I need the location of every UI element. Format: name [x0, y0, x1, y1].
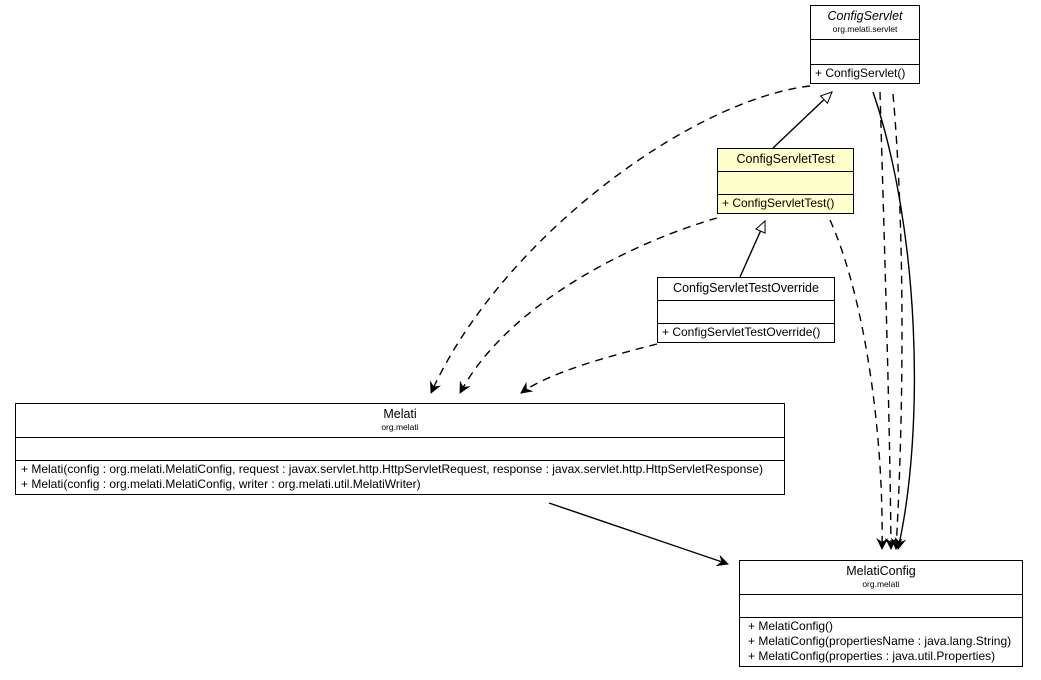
operation-row: + MelatiConfig(propertiesName : java.lan… [748, 634, 1012, 648]
class-header-configservlet: ConfigServlet org.melati.servlet [811, 6, 919, 40]
edge-generalization-test-to-servlet [772, 91, 833, 149]
class-operations-melati: + Melati(config : org.melati.MelatiConfi… [16, 461, 784, 494]
class-operations-configservlettestoverride: + ConfigServletTestOverride() [658, 324, 834, 342]
class-header-melaticonfig: MelatiConfig org.melati [740, 561, 1022, 595]
edge-generalization-override-to-test [739, 219, 766, 278]
class-attributes-configservlet [811, 40, 919, 65]
class-package-melaticonfig: org.melati [862, 579, 900, 589]
edge-dependency-override-to-melaticonfig [890, 93, 903, 550]
class-operations-configservlet: + ConfigServlet() [811, 65, 919, 83]
class-name-melaticonfig: MelatiConfig [846, 564, 916, 578]
operation-row: + MelatiConfig() [748, 619, 834, 633]
class-box-configservlet[interactable]: ConfigServlet org.melati.servlet + Confi… [810, 5, 920, 84]
class-header-configservlettest: ConfigServletTest [718, 149, 853, 172]
edge-dependency-test-to-melaticonfig [829, 219, 889, 550]
class-attributes-configservlettestoverride [658, 301, 834, 324]
class-attributes-configservlettest [718, 172, 853, 195]
edge-dependency-servlet-to-melati [430, 85, 811, 394]
operation-row: + ConfigServlet() [815, 66, 906, 80]
class-name-melati: Melati [383, 407, 417, 421]
edge-dependency-override-to-melati [520, 343, 658, 394]
class-box-configservlettest[interactable]: ConfigServletTest + ConfigServletTest() [717, 148, 854, 214]
operation-row: + ConfigServletTestOverride() [662, 325, 821, 339]
class-name-configservlettest: ConfigServletTest [736, 152, 835, 166]
edge-dependency-servlet-to-melaticonfig [879, 91, 897, 550]
operation-row: + Melati(config : org.melati.MelatiConfi… [21, 477, 421, 491]
class-operations-melaticonfig: + MelatiConfig() + MelatiConfig(properti… [740, 618, 1022, 666]
class-name-configservlettestoverride: ConfigServletTestOverride [673, 281, 819, 295]
operation-row: + MelatiConfig(properties : java.util.Pr… [748, 649, 996, 663]
class-attributes-melati [16, 438, 784, 461]
edge-association-melati-to-melaticonfig [548, 502, 729, 567]
class-box-configservlettestoverride[interactable]: ConfigServletTestOverride + ConfigServle… [657, 277, 835, 343]
operation-row: + Melati(config : org.melati.MelatiConfi… [21, 462, 764, 476]
class-attributes-melaticonfig [740, 595, 1022, 618]
class-package-melati: org.melati [381, 422, 419, 432]
operation-row: + ConfigServletTest() [722, 196, 835, 210]
class-box-melati[interactable]: Melati org.melati + Melati(config : org.… [15, 403, 785, 495]
edge-association-servlet-to-melaticonfig [872, 91, 916, 550]
class-header-melati: Melati org.melati [16, 404, 784, 438]
class-package-configservlet: org.melati.servlet [832, 24, 898, 34]
class-header-configservlettestoverride: ConfigServletTestOverride [658, 278, 834, 301]
class-operations-configservlettest: + ConfigServletTest() [718, 195, 853, 213]
class-box-melaticonfig[interactable]: MelatiConfig org.melati + MelatiConfig()… [739, 560, 1023, 667]
class-name-configservlet: ConfigServlet [827, 9, 903, 23]
